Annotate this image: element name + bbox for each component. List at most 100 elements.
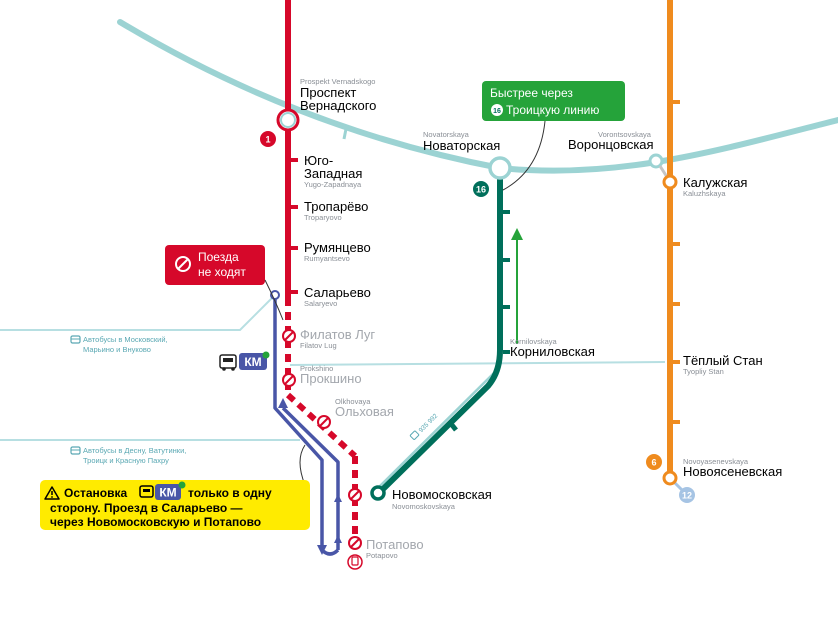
red-tick-troparevo: [291, 205, 298, 209]
callout-faster-pointer: [502, 120, 546, 191]
station-prospekt-1: Проспект: [300, 85, 356, 100]
station-novomoskovskaya: Новомосковская: [392, 487, 492, 502]
green-tick-kornilovskaya: [503, 350, 510, 354]
line-6-badge: 6: [646, 454, 662, 470]
bus-label-2b: Троицк и Красную Пахру: [83, 456, 169, 465]
shuttle-dir-arrow-1: [334, 494, 342, 502]
shuttle-route-turn: [320, 548, 340, 556]
callout-no-trains: Поезда не ходят: [165, 245, 265, 285]
notice-line3: через Новомосковскую и Потапово: [50, 515, 261, 529]
closed-icon-novomoskovskaya: [348, 488, 362, 502]
novoyasenevskaya-transfer: [662, 470, 678, 486]
notice-bus-icon: [139, 485, 154, 498]
station-en-vorontsovskaya: Vorontsovskaya: [598, 130, 652, 139]
station-en-prospekt: Prospekt Vernadskogo: [300, 77, 375, 86]
station-yugo-1: Юго-: [304, 153, 333, 168]
km-label: КМ: [244, 355, 261, 369]
vorontsovskaya-transfer: [648, 153, 664, 169]
closed-icon-filatov: [282, 329, 296, 343]
station-en-olkhovaya: Olkhovaya: [335, 397, 371, 406]
closed-icon-olkhovaya: [317, 415, 331, 429]
station-en-novomoskovskaya: Novomoskovskaya: [392, 502, 456, 511]
orange-tick-teply: [673, 360, 680, 364]
shuttle-dir-arrow-2: [334, 535, 342, 543]
notice-part2: только в одну: [188, 486, 272, 500]
notice-km-dot: [178, 481, 186, 489]
shuttle-arrow-up: [278, 398, 288, 408]
svg-text:6: 6: [651, 458, 656, 468]
green-tick-4: [450, 423, 458, 432]
red-tick-salarevo: [291, 290, 298, 294]
station-rumyantsevo: Румянцево: [304, 240, 371, 255]
station-en-rumyantsevo: Rumyantsevo: [304, 254, 350, 263]
station-en-kaluzhskaya: Kaluzhskaya: [683, 189, 726, 198]
svg-text:16: 16: [476, 185, 486, 195]
no-trains-line1: Поезда: [198, 250, 239, 264]
station-en-troparevo: Troparyovo: [304, 213, 342, 222]
notice-km-badge: [155, 484, 181, 500]
km-shuttle-badge: КМ: [219, 351, 270, 371]
shuttle-route-inner: [281, 406, 340, 550]
station-potapovo: Потапово: [366, 537, 424, 552]
notice-box: Остановка КМ только в одну сторону. Прое…: [40, 480, 310, 530]
orange-tick-4: [673, 420, 680, 424]
station-teply: Тёплый Стан: [683, 353, 763, 368]
station-troparevo: Тропарёво: [304, 199, 368, 214]
kaluzhskaya-transfer: [662, 174, 678, 190]
svg-text:12: 12: [682, 491, 692, 501]
bus-road-935-992: [373, 367, 500, 493]
line-12-badge: 12: [679, 487, 695, 503]
novatorskaya-transfer: [488, 156, 512, 180]
station-en-novoyasenevskaya: Novoyasenevskaya: [683, 457, 749, 466]
green-tick-3: [503, 305, 510, 309]
vorontsovskaya-kaluzhskaya-link: [658, 165, 669, 178]
bus-icon-2: [70, 446, 81, 455]
station-en-potapovo: Potapovo: [366, 551, 398, 560]
bus-route-3: [289, 361, 666, 366]
station-en-teply: Tyopliy Stan: [683, 367, 724, 376]
station-en-kornilovskaya: Kornilovskaya: [510, 337, 558, 346]
station-filatov: Филатов Луг: [300, 327, 375, 342]
notice-km-label: КМ: [159, 486, 176, 500]
notice-line2: сторону. Проезд в Саларьево —: [50, 501, 243, 515]
orange-tick-3: [673, 302, 680, 306]
station-novoyasenevskaya: Новоясеневская: [683, 464, 782, 479]
bus-route-1: [0, 293, 277, 331]
shuttle-route-outer: [273, 296, 324, 550]
station-vorontsovskaya: Воронцовская: [568, 137, 654, 152]
bus-icon-1: [70, 335, 81, 344]
station-en-filatov: Filatov Lug: [300, 341, 337, 350]
green-tick-2: [503, 258, 510, 262]
callout-faster: Быстрее через 16 Троицкую линию: [482, 81, 625, 121]
orange-tick-1: [673, 100, 680, 104]
callout-no-trains-pointer: [264, 279, 284, 321]
line-1-badge: 1: [260, 131, 276, 147]
station-prokshino: Прокшино: [300, 371, 362, 386]
prospekt-transfer-inner: [280, 112, 296, 128]
station-yugo-2: Западная: [304, 166, 362, 181]
red-tick-yugo: [291, 158, 298, 162]
bus-label-1a: Автобусы в Московский,: [83, 335, 168, 344]
station-en-novatorskaya: Novatorskaya: [423, 130, 470, 139]
bus-label-2a: Автобусы в Десну, Ватутинки,: [83, 446, 186, 455]
closed-icon-potapovo: [348, 536, 362, 550]
faster-line1: Быстрее через: [490, 86, 573, 100]
station-prospekt-2: Вернадского: [300, 98, 376, 113]
station-novatorskaya: Новаторская: [423, 138, 500, 153]
red-tick-rumyantsevo: [291, 246, 298, 250]
green-tick-1: [503, 210, 510, 214]
svg-text:1: 1: [265, 135, 270, 145]
green-arrow-head: [511, 228, 523, 240]
big-circle-tick: [342, 128, 348, 140]
faster-line2: Троицкую линию: [506, 103, 599, 117]
station-en-salarevo: Salaryevo: [304, 299, 337, 308]
bus-label-1b: Марьино и Внуково: [83, 345, 151, 354]
notice-part1: Остановка: [64, 486, 128, 500]
station-salarevo: Саларьево: [304, 285, 371, 300]
warning-icon: [44, 486, 60, 500]
station-en-yugo: Yugo-Zapadnaya: [304, 180, 362, 189]
faster-line-badge: 16: [493, 108, 501, 115]
line-16-badge: 16: [473, 181, 489, 197]
station-kornilovskaya: Корниловская: [510, 344, 595, 359]
